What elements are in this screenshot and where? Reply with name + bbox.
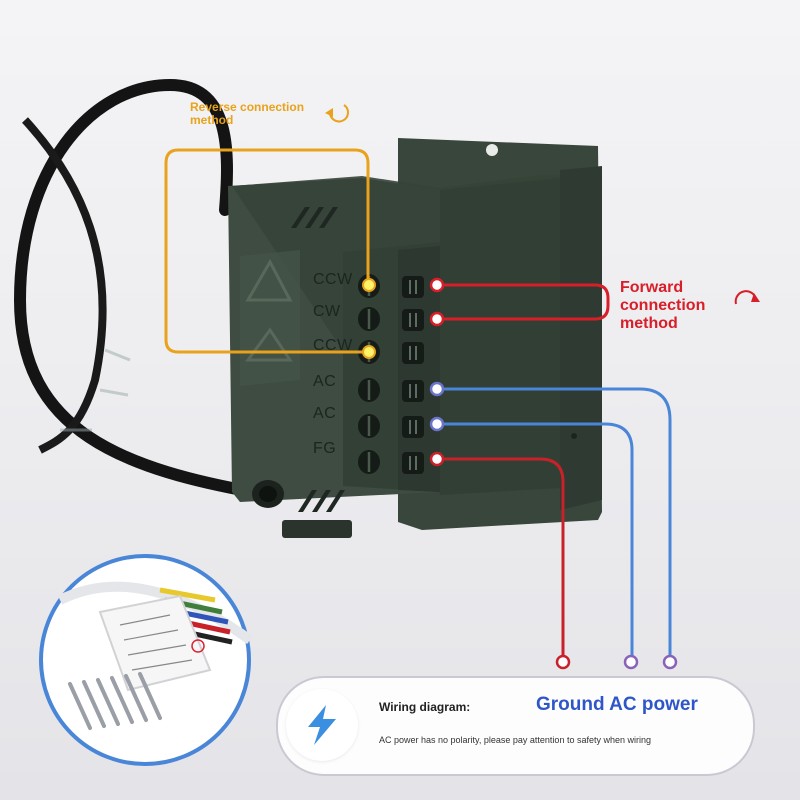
safety-note: AC power has no polarity, please pay att… xyxy=(379,735,651,745)
forward-connection-label: Forward connection method xyxy=(620,279,706,332)
wiring-diagram-title: Wiring diagram: xyxy=(379,700,471,714)
mount-hole xyxy=(486,144,498,156)
forward-connection-overlay xyxy=(429,277,610,327)
connector-inset xyxy=(39,554,253,766)
rotate-ccw-icon xyxy=(325,104,349,123)
terminal-screws-right xyxy=(402,276,424,474)
wiring-info-panel: Wiring diagram: Ground AC power AC power… xyxy=(276,676,755,776)
reverse-connection-overlay xyxy=(164,148,376,359)
lightning-bolt-icon xyxy=(286,689,358,761)
terminal-label-cw: CW xyxy=(313,303,341,320)
rotate-cw-icon xyxy=(734,290,760,305)
terminal-block xyxy=(343,242,440,492)
bottom-vent xyxy=(298,490,345,512)
terminal-label-fg: FG xyxy=(313,440,337,457)
terminal-label-ac-1: AC xyxy=(313,373,337,390)
ground-wire xyxy=(429,451,571,670)
ac-power-wires xyxy=(429,381,678,670)
power-cable-inner xyxy=(22,117,107,454)
power-cable xyxy=(13,78,276,501)
reverse-connection-label: Reverse connection method xyxy=(190,100,305,127)
terminal-label-ccw-top: CCW xyxy=(313,271,353,288)
top-vent xyxy=(291,207,338,228)
terminal-label-ccw: CCW xyxy=(313,337,353,354)
terminal-label-ac-2: AC xyxy=(313,405,337,422)
ground-ac-power-text: Ground AC power xyxy=(536,694,698,715)
